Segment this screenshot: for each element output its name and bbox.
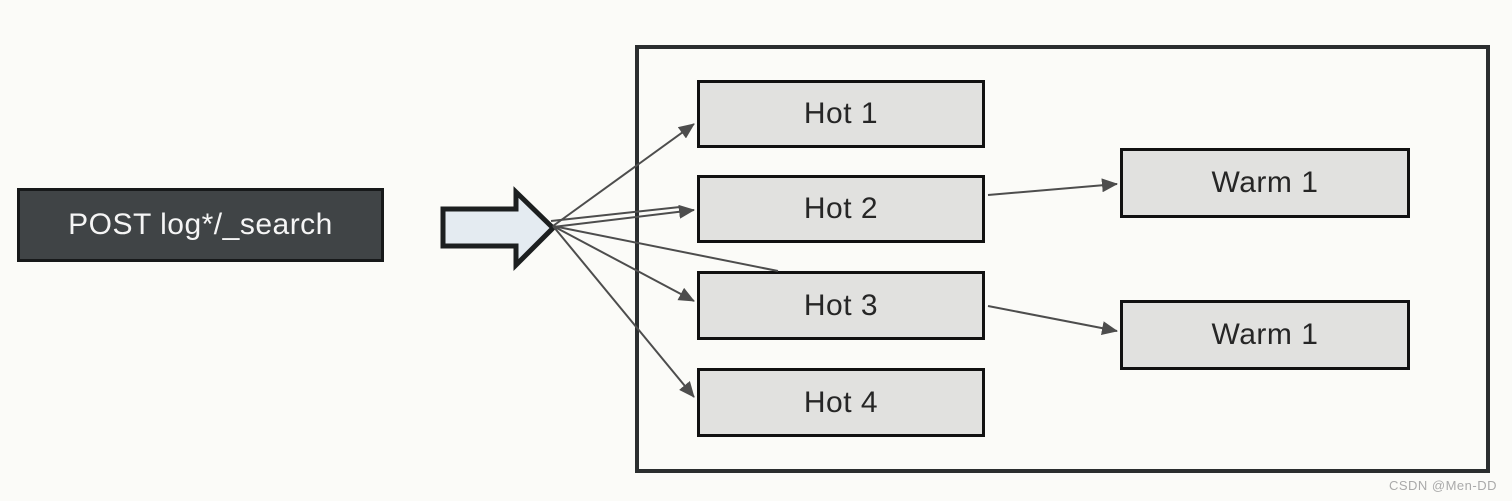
hot-node-1-label: Hot 1 [803, 97, 879, 130]
hot-node-3: Hot 3 [697, 271, 985, 340]
warm-node-2-label: Warm 1 [1211, 318, 1319, 351]
hot-node-1: Hot 1 [697, 80, 985, 148]
block-arrow [440, 186, 557, 272]
hot-node-2: Hot 2 [697, 175, 985, 243]
warm-node-2: Warm 1 [1120, 300, 1410, 370]
request-node-label: POST log*/_search [68, 208, 333, 241]
hot-node-4-label: Hot 4 [803, 385, 879, 419]
warm-node-1-label: Warm 1 [1211, 166, 1319, 199]
watermark: CSDN @Men-DD [1388, 478, 1497, 493]
hot-node-2-label: Hot 2 [803, 192, 879, 225]
hot-node-3-label: Hot 3 [803, 288, 879, 322]
request-node: POST log*/_search [17, 188, 384, 262]
warm-node-1: Warm 1 [1120, 148, 1410, 218]
hot-node-4: Hot 4 [697, 368, 985, 437]
